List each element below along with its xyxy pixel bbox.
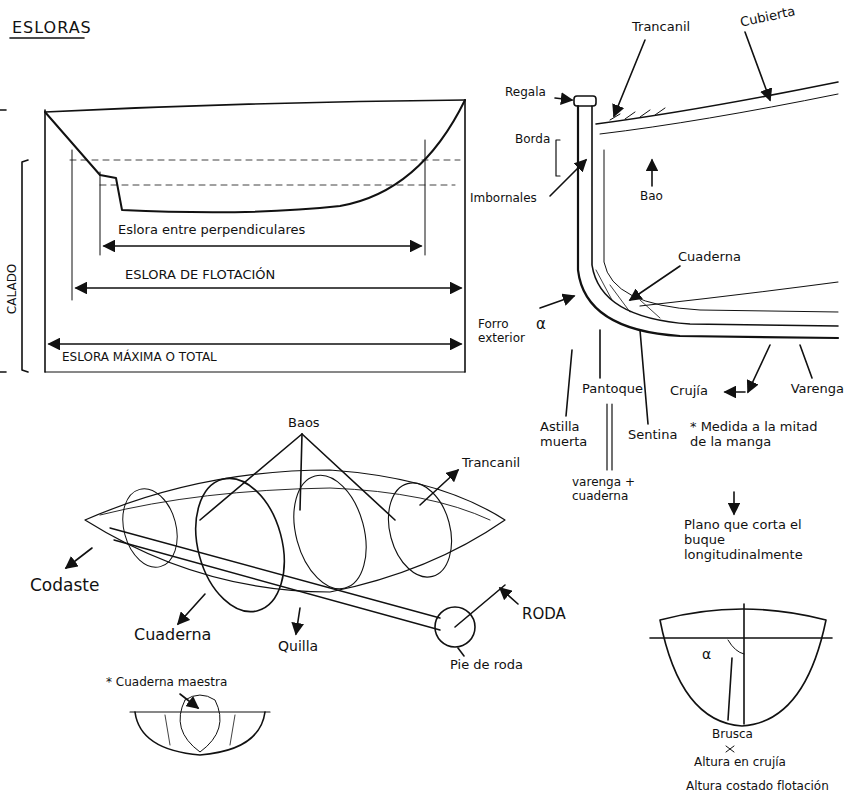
part-label: Pantoque [582, 382, 643, 397]
part-label: Trancanil [632, 20, 690, 35]
hull-section [540, 32, 838, 514]
part-label: Pie de roda [450, 658, 523, 673]
part-label: Forro exterior [478, 318, 540, 346]
part-label: Baos [288, 416, 320, 431]
page-title: ESLORAS [12, 18, 92, 37]
hull-skeleton [66, 434, 518, 755]
part-label: Regala [505, 86, 546, 100]
part-label: ESLORA MÁXIMA O TOTAL [62, 351, 217, 365]
part-label: Quilla [278, 638, 318, 654]
part-label: Varenga [791, 382, 844, 397]
part-label: Crujía [670, 384, 708, 399]
part-label: Bao [640, 190, 663, 204]
part-label: CALADO [6, 264, 20, 314]
part-label: Borda [515, 133, 550, 147]
part-label: Trancanil [462, 456, 520, 471]
part-label: RODA [522, 606, 566, 623]
part-label: Imbornales [470, 192, 537, 206]
part-label: * Medida a la mitad de la manga [690, 420, 830, 450]
part-label: Brusca [712, 728, 753, 742]
part-label: ESLORA DE FLOTACIÓN [125, 268, 275, 283]
part-label: * Cuaderna maestra [106, 676, 227, 690]
part-label: Altura en crujía [694, 756, 786, 770]
part-label: Cuaderna [134, 626, 211, 644]
part-label: Plano que corta el buque longitudinalmen… [684, 518, 844, 563]
part-label: Eslora entre perpendiculares [118, 223, 305, 238]
hull-profile [0, 100, 465, 372]
part-label: Codaste [30, 576, 99, 596]
part-label: Cubierta [739, 4, 796, 30]
part-label: α [702, 646, 711, 662]
part-label: Sentina [628, 428, 677, 443]
part-label: Cuaderna [678, 250, 741, 265]
part-label: varenga + cuaderna [572, 476, 656, 504]
part-label: α [536, 316, 546, 333]
part-label: Altura costado flotación [686, 780, 829, 794]
camber-section [650, 604, 832, 752]
part-label: Astilla muerta [540, 420, 610, 450]
